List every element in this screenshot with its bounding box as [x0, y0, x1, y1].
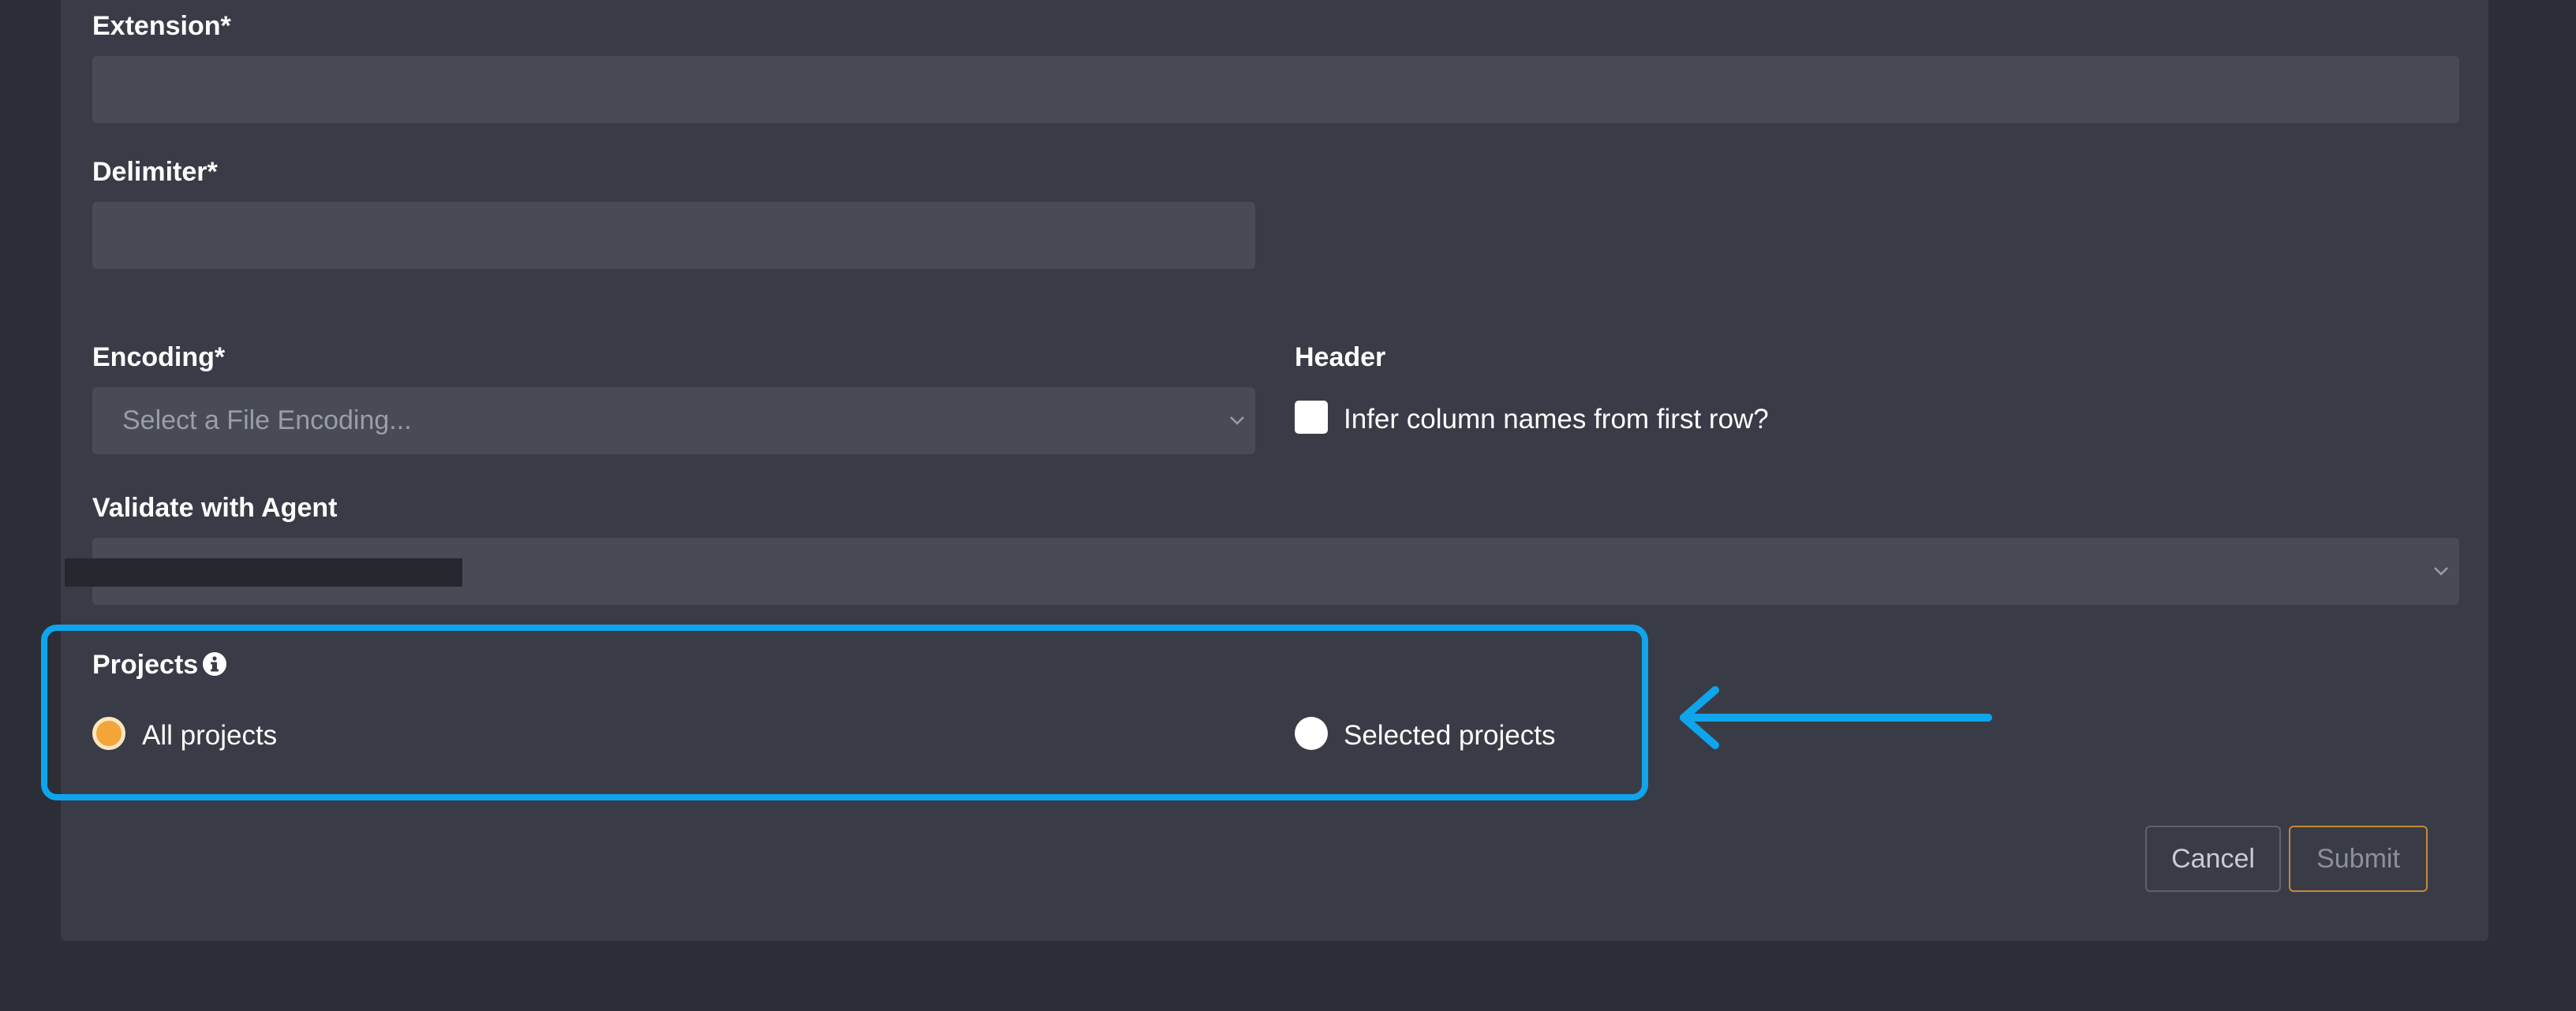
infer-header-checkbox-label[interactable]: Infer column names from first row? — [1344, 404, 1769, 435]
selected-projects-radio[interactable] — [1295, 717, 1328, 750]
encoding-label: Encoding* — [92, 342, 226, 372]
arrow-left-icon — [1673, 682, 1998, 753]
redacted-agent-value — [65, 558, 462, 587]
infer-header-checkbox[interactable] — [1295, 401, 1328, 434]
header-label: Header — [1295, 342, 1386, 372]
submit-button[interactable]: Submit — [2289, 826, 2428, 892]
chevron-down-icon — [1227, 410, 1247, 431]
validate-agent-select[interactable] — [92, 538, 2459, 605]
projects-label: Projects — [92, 650, 199, 680]
selected-projects-label[interactable]: Selected projects — [1344, 720, 1556, 751]
encoding-select[interactable]: Select a File Encoding... — [92, 387, 1255, 454]
annotation-highlight-box — [41, 625, 1648, 800]
chevron-down-icon — [2431, 561, 2451, 581]
form-panel — [61, 0, 2488, 941]
delimiter-label: Delimiter* — [92, 157, 218, 187]
all-projects-label[interactable]: All projects — [142, 720, 278, 751]
all-projects-radio[interactable] — [92, 717, 125, 750]
encoding-placeholder: Select a File Encoding... — [122, 405, 412, 435]
cancel-button[interactable]: Cancel — [2145, 826, 2281, 892]
delimiter-input[interactable] — [92, 202, 1255, 269]
extension-label: Extension* — [92, 11, 231, 41]
info-circle-icon[interactable] — [202, 651, 227, 677]
validate-agent-label: Validate with Agent — [92, 493, 338, 523]
extension-input[interactable] — [92, 56, 2459, 123]
